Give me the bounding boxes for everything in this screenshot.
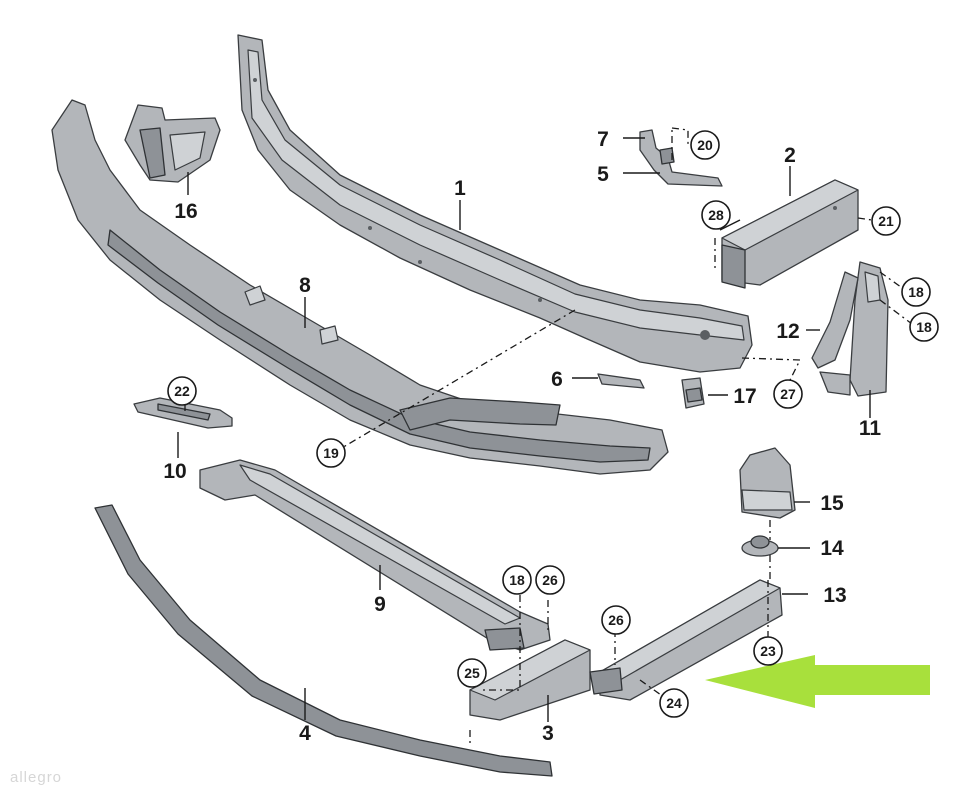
part-9-cross-member — [199, 459, 551, 651]
part-14-nut — [741, 535, 779, 557]
svg-text:22: 22 — [174, 383, 190, 399]
label-part-6: 6 — [551, 368, 563, 391]
part-10-bracket — [133, 397, 233, 429]
indicator-arrow — [705, 655, 930, 708]
part-13-lower-rail — [589, 579, 783, 701]
part-6-clip — [597, 373, 645, 389]
circle-ref-18-mid: 18 — [909, 312, 939, 342]
svg-text:20: 20 — [697, 137, 713, 153]
circle-ref-24: 24 — [659, 688, 689, 718]
part-16-bracket — [124, 104, 221, 183]
svg-text:28: 28 — [708, 207, 724, 223]
part-17-clip — [681, 377, 705, 409]
part-4-trim-strip — [94, 504, 553, 777]
svg-text:18: 18 — [916, 319, 932, 335]
watermark-text: allegro — [10, 769, 62, 786]
part-number-labels: 1 2 3 4 5 6 7 8 9 10 11 12 13 14 15 16 1… — [163, 128, 881, 745]
label-part-3: 3 — [542, 722, 554, 745]
circle-ref-28: 28 — [701, 200, 731, 230]
svg-text:19: 19 — [323, 445, 339, 461]
label-part-11: 11 — [859, 417, 882, 440]
circle-ref-25: 25 — [457, 658, 487, 688]
leader-lines — [177, 137, 871, 722]
circle-ref-18-bottom: 18 — [502, 565, 532, 595]
label-part-9: 9 — [374, 593, 386, 616]
circle-ref-26-left: 26 — [535, 565, 565, 595]
part-8-impact-absorber — [51, 99, 669, 475]
svg-text:26: 26 — [608, 612, 624, 628]
label-part-1: 1 — [454, 177, 466, 200]
circle-ref-26-right: 26 — [601, 605, 631, 635]
circled-reference-labels: 20 28 21 18 18 27 22 19 — [167, 130, 939, 718]
circle-ref-20: 20 — [690, 130, 720, 160]
svg-text:21: 21 — [878, 213, 894, 229]
circle-ref-21: 21 — [871, 206, 901, 236]
label-part-5: 5 — [597, 163, 609, 186]
circle-ref-22: 22 — [167, 376, 197, 406]
svg-text:18: 18 — [908, 284, 924, 300]
label-part-13: 13 — [823, 584, 846, 607]
circle-ref-27: 27 — [773, 379, 803, 409]
label-part-10: 10 — [163, 460, 186, 483]
circle-ref-19: 19 — [316, 438, 346, 468]
part-12-bracket — [811, 271, 859, 396]
label-part-12: 12 — [776, 320, 799, 343]
svg-text:23: 23 — [760, 643, 776, 659]
circle-ref-18-top: 18 — [901, 277, 931, 307]
svg-text:25: 25 — [464, 665, 480, 681]
circle-ref-23: 23 — [753, 636, 783, 666]
label-part-16: 16 — [174, 200, 197, 223]
label-part-15: 15 — [820, 492, 844, 515]
part-15-bracket — [739, 447, 796, 519]
label-part-2: 2 — [784, 144, 796, 167]
label-part-8: 8 — [299, 274, 311, 297]
part-5-7-bracket — [639, 129, 723, 187]
svg-text:18: 18 — [509, 572, 525, 588]
svg-text:26: 26 — [542, 572, 558, 588]
part-1-bumper-carrier — [237, 34, 753, 373]
part-2-crash-box — [721, 179, 859, 289]
part-3-lower-bracket — [469, 639, 591, 721]
svg-text:27: 27 — [780, 386, 796, 402]
label-part-7: 7 — [597, 128, 609, 151]
label-part-4: 4 — [299, 722, 311, 745]
label-part-17: 17 — [733, 385, 756, 408]
svg-text:24: 24 — [666, 695, 682, 711]
label-part-14: 14 — [820, 537, 844, 560]
